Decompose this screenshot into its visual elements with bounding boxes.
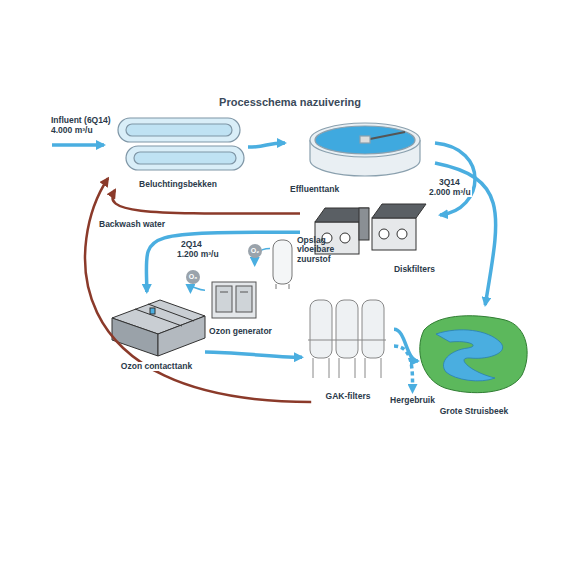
flow-arrow	[146, 232, 300, 292]
backwash-arrow	[85, 178, 311, 402]
flow-arrow	[394, 346, 413, 392]
unit-label: GAK-filters	[325, 392, 372, 401]
unit-label: Hergebruik	[389, 396, 436, 405]
flow-label: 2.000 m³/u	[428, 188, 472, 197]
flow-label: Influent (6Q14)	[50, 116, 112, 125]
flow-arrow	[248, 143, 285, 147]
aeration-basin	[118, 118, 244, 170]
river-landscape	[420, 316, 527, 393]
backwash-arrow	[112, 190, 300, 214]
unit-label: Grote Struisbeek	[439, 407, 510, 416]
process-unit: Ozon contacttank	[108, 292, 205, 372]
unit-label: Ozon contacttank	[120, 362, 193, 371]
unit-label: Diskfilters	[393, 265, 436, 274]
flow-arrow	[205, 352, 302, 357]
process-unit: Ozon generator	[205, 265, 276, 337]
flow-arrow	[190, 287, 205, 292]
gas-symbol: O₂	[248, 244, 262, 258]
ozone-generator	[212, 282, 256, 318]
process-unit: Effluenttank	[285, 115, 435, 195]
flow-label: 1.200 m³/u	[176, 250, 220, 259]
unit-label: Opslag vloeibare zuurstof	[296, 236, 350, 264]
gak-filters	[308, 300, 386, 378]
diagram-title: Processchema nazuivering	[0, 96, 580, 108]
ozone-contact-tank	[112, 300, 205, 356]
flow-label: 4.000 m³/u	[50, 126, 94, 135]
oxygen-tank	[273, 240, 292, 289]
flow-arrow	[435, 143, 475, 215]
flow-label: 2Q14	[180, 240, 203, 249]
unit-label: Ozon generator	[208, 327, 273, 336]
flow-arrow	[435, 163, 496, 305]
effluent-tank	[310, 123, 420, 176]
flow-label: Backwash water	[98, 220, 166, 229]
process-unit: Beluchtingsbekken	[108, 112, 248, 190]
process-unit: Hergebruik	[385, 392, 440, 406]
gas-symbol: O₃	[186, 270, 200, 284]
process-unit: GAK-filters	[302, 290, 394, 402]
process-unit: Opslag vloeibare zuurstof	[270, 232, 352, 287]
unit-label: Beluchtingsbekken	[138, 180, 218, 189]
influent-arrow	[52, 143, 104, 147]
unit-label: Effluenttank	[289, 185, 340, 194]
flow-label: 3Q14	[438, 178, 461, 187]
